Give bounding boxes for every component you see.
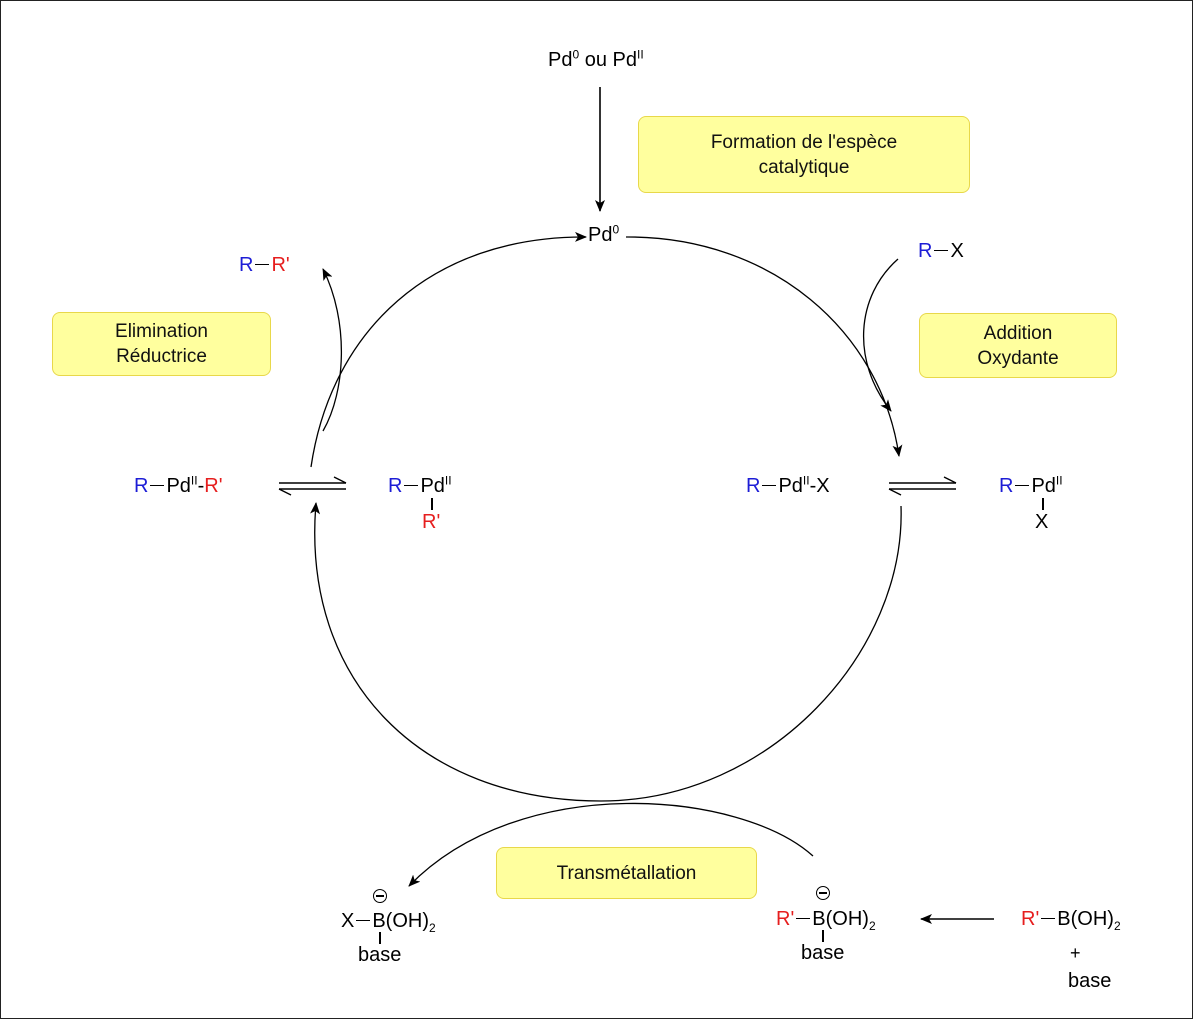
base-left: base: [358, 944, 402, 966]
label-elimination: Elimination Réductrice: [52, 312, 271, 376]
pd0-catalyst: Pd0: [588, 222, 620, 246]
x-below: X: [1035, 511, 1049, 533]
label-transmetallation: Transmétallation: [496, 847, 757, 899]
arc-to-pd0: [310, 231, 587, 468]
arc-transmetallation: [310, 502, 602, 802]
bond-pd-x: [1042, 498, 1044, 510]
negative-charge-icon: [816, 886, 830, 900]
plus-sign: +: [1070, 943, 1081, 963]
borate-rprime-boh2: R'B(OH)2: [776, 908, 876, 933]
arc-oxidative-addition: [625, 236, 903, 457]
label-addition: Addition Oxydante: [919, 313, 1117, 378]
base-right: base: [1068, 970, 1112, 992]
equilibrium-left: [278, 476, 347, 496]
arc-right-lower: [600, 505, 902, 802]
label-formation: Formation de l'espèce catalytique: [638, 116, 970, 193]
boronic-acid: R'B(OH)2: [1021, 908, 1121, 933]
arc-reductive-elimination: [322, 268, 343, 432]
negative-charge-icon: [373, 889, 387, 903]
precatalyst: Pd0 ou PdII: [548, 47, 644, 71]
rprime-below: R': [422, 511, 441, 533]
bond-b-base-right: [822, 930, 824, 942]
base-mid: base: [801, 942, 845, 964]
bond-pd-rprime: [431, 498, 433, 510]
bond-b-base-left: [379, 932, 381, 944]
equilibrium-right: [888, 476, 957, 496]
arc-rx-incoming: [863, 258, 899, 412]
arc-boron-exchange: [408, 802, 814, 887]
